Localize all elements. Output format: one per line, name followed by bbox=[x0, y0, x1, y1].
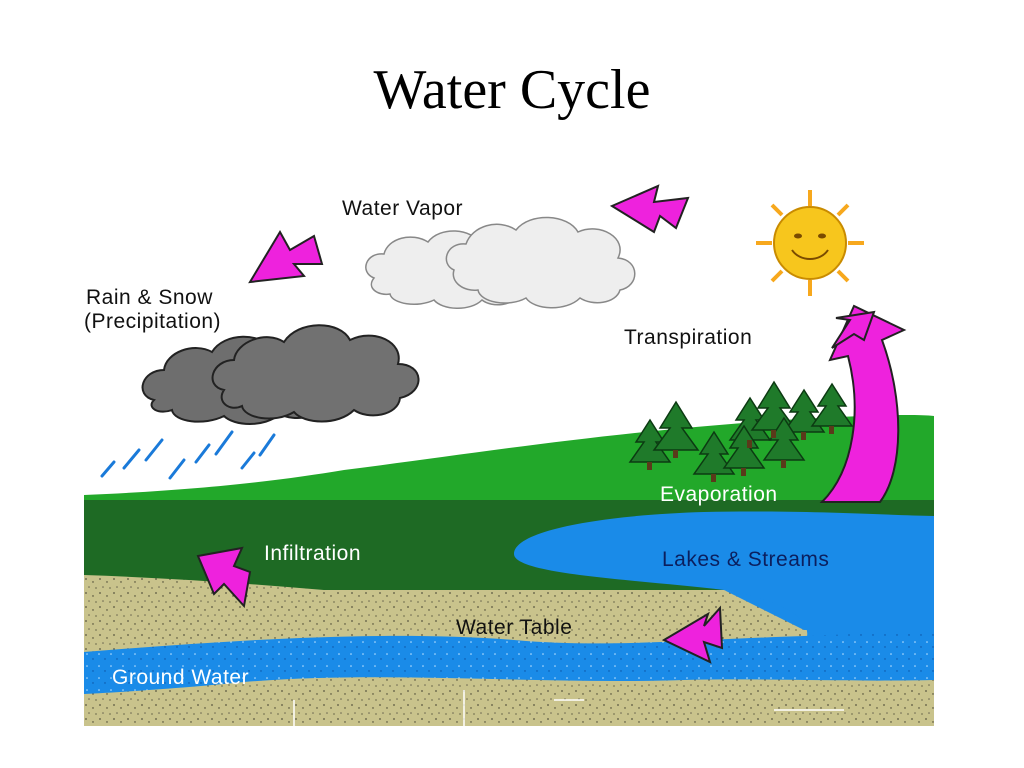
green-hill bbox=[84, 415, 934, 500]
label-water-table: Water Table bbox=[456, 616, 572, 639]
vapor-arrow bbox=[609, 184, 690, 234]
label-precipitation: (Precipitation) bbox=[84, 310, 221, 333]
diagram-canvas: Water Vapor Rain & Snow (Precipitation) … bbox=[84, 170, 934, 726]
storm-clouds bbox=[141, 324, 420, 425]
evaporation-arrow bbox=[819, 304, 907, 503]
label-ground-water: Ground Water bbox=[112, 666, 249, 689]
slide-title: Water Cycle bbox=[373, 59, 651, 121]
lake bbox=[514, 511, 934, 630]
rain-streaks bbox=[100, 430, 276, 480]
precipitation-arrow bbox=[248, 230, 324, 284]
label-infiltration: Infiltration bbox=[264, 542, 361, 565]
label-lakes-streams: Lakes & Streams bbox=[662, 548, 829, 571]
infiltration-arrow bbox=[196, 546, 252, 609]
label-evaporation: Evaporation bbox=[660, 483, 778, 506]
label-rain-snow: Rain & Snow bbox=[86, 286, 213, 309]
water-table-arrow bbox=[661, 605, 724, 664]
transpiration-arrow bbox=[831, 310, 876, 349]
sun bbox=[756, 190, 864, 296]
upper-soil bbox=[84, 575, 804, 650]
label-water-vapor: Water Vapor bbox=[342, 197, 463, 220]
bedrock-cracks bbox=[293, 690, 844, 726]
trees bbox=[628, 380, 854, 482]
vapor-clouds bbox=[365, 216, 636, 309]
water-cycle-diagram: Water Vapor Rain & Snow (Precipitation) … bbox=[84, 170, 934, 726]
label-transpiration: Transpiration bbox=[624, 326, 752, 349]
cycle-arrows bbox=[196, 184, 876, 664]
